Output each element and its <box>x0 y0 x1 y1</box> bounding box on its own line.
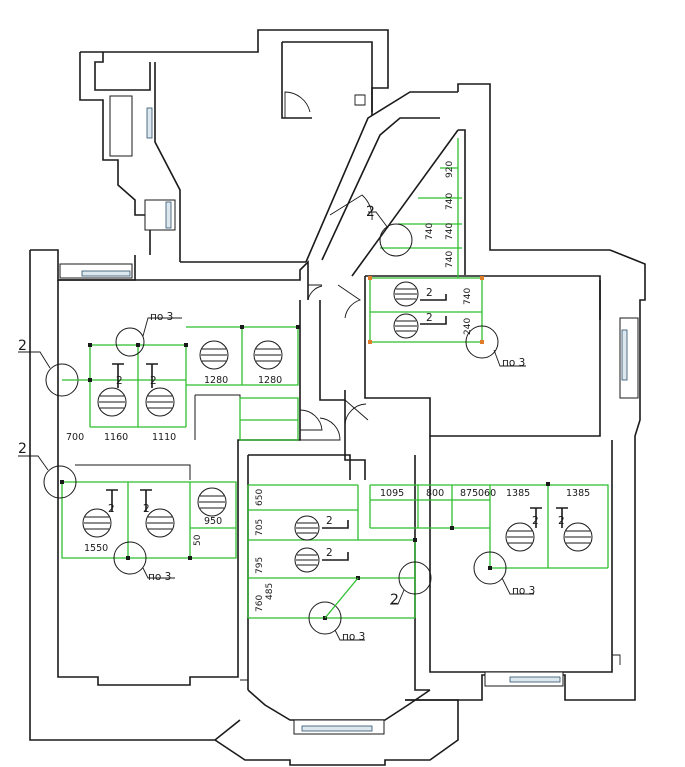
fixture-2-g: 2 <box>532 515 539 527</box>
ceiling-lamp-icon <box>393 281 419 307</box>
dim-920: 920 <box>445 161 455 178</box>
dim-1280-a: 1280 <box>204 375 228 386</box>
dim-700: 700 <box>66 432 84 443</box>
door-swing-icon <box>344 399 369 426</box>
dim-740-b: 740 <box>425 223 435 240</box>
annotation-labels: по 3 по 3 по 3 по 3 по 3 2 2 2 2 2 2 2 2… <box>18 204 565 643</box>
radiators <box>81 107 628 732</box>
fixture-2-e: 2 <box>326 515 333 527</box>
door-swing-icon <box>354 94 366 106</box>
radiator-icon <box>165 201 172 229</box>
label-po3-lower-left: по 3 <box>148 571 171 583</box>
dim-50: 50 <box>193 534 203 546</box>
ceiling-lamp-icon <box>393 313 419 339</box>
dim-875: 875 <box>460 488 478 499</box>
label-2-left-bottom: 2 <box>18 441 27 457</box>
label-po3-right-upper: по 3 <box>502 357 525 369</box>
dim-1160: 1160 <box>104 432 128 443</box>
doors <box>240 91 621 690</box>
dim-485: 485 <box>265 583 275 600</box>
ceiling-grid <box>61 138 609 619</box>
dim-650: 650 <box>255 489 265 506</box>
door-swing-icon <box>240 679 249 690</box>
ceiling-lamp-icon <box>294 515 320 541</box>
ceiling-lamp-icon <box>145 508 175 538</box>
door-swing-icon <box>337 284 362 319</box>
door-swing-icon <box>307 284 323 301</box>
dim-1280-b: 1280 <box>258 375 282 386</box>
fixture-2-f: 2 <box>326 547 333 559</box>
fixture-arrow-icon <box>420 294 447 301</box>
dim-740-a: 740 <box>445 193 455 210</box>
fixture-arrow-icon <box>530 507 542 528</box>
dim-1550: 1550 <box>84 543 108 554</box>
radiator-icon <box>621 329 628 381</box>
ceiling-lamp-icon <box>197 487 227 517</box>
dim-240: 240 <box>463 318 473 335</box>
fixture-arrow-icon <box>146 363 158 388</box>
dim-1110: 1110 <box>152 432 176 443</box>
fixture-arrow-icon <box>322 520 349 529</box>
dim-800: 800 <box>426 488 444 499</box>
ceiling-lamp-icon <box>505 522 535 552</box>
radiator-icon <box>301 725 373 732</box>
fixture-arrow-icon <box>420 316 447 325</box>
dimension-labels: 700 1160 1110 1280 1280 1550 950 50 650 … <box>66 161 590 612</box>
callouts <box>18 211 534 641</box>
window-icon <box>109 95 133 157</box>
label-po3-right-lower: по 3 <box>512 585 535 597</box>
ceiling-lamp-icon <box>253 340 283 370</box>
ceiling-lamp-icon <box>82 508 112 538</box>
fixture-arrow-icon <box>556 507 568 528</box>
dim-795: 795 <box>255 557 265 574</box>
radiator-icon <box>509 676 561 683</box>
fixture-arrow-icon <box>140 489 152 512</box>
fixture-arrow-icon <box>322 552 349 561</box>
ceiling-lamp-icon <box>97 387 127 417</box>
ceiling-lamp-icon <box>563 522 593 552</box>
door-swing-icon <box>329 194 373 221</box>
label-po3-upper-left: по 3 <box>150 311 173 323</box>
label-po3-center: по 3 <box>342 631 365 643</box>
fixture-2-a: 2 <box>116 375 123 387</box>
dim-1385-a: 1385 <box>506 488 530 499</box>
fixture-2-k: 2 <box>366 204 375 220</box>
dim-1385-b: 1385 <box>566 488 590 499</box>
dim-1095: 1095 <box>380 488 404 499</box>
door-swing-icon <box>300 417 341 441</box>
dim-760: 760 <box>255 595 265 612</box>
radiator-icon <box>146 107 153 139</box>
dim-060: 060 <box>478 488 496 499</box>
ceiling-lamp-icon <box>294 547 320 573</box>
door-swing-icon <box>284 91 311 118</box>
fixture-2-d: 2 <box>143 503 150 515</box>
dim-740-e: 740 <box>463 288 473 305</box>
ceiling-lamp-icon <box>199 340 229 370</box>
dim-705: 705 <box>255 519 265 536</box>
fixture-2-i: 2 <box>426 287 433 299</box>
fixture-2-b: 2 <box>150 375 157 387</box>
dim-950: 950 <box>204 516 222 527</box>
radiator-icon <box>81 270 131 277</box>
label-2-center: 2 <box>390 592 399 608</box>
label-2-left-top: 2 <box>18 338 27 354</box>
dim-740-d: 740 <box>445 251 455 268</box>
fixture-arrow-icon <box>106 489 118 512</box>
ceiling-lamp-icon <box>145 387 175 417</box>
fixture-2-j: 2 <box>426 312 433 324</box>
fixture-2-h: 2 <box>558 515 565 527</box>
fixture-arrow-icon <box>112 363 124 388</box>
ceiling-lamps <box>82 281 593 573</box>
door-swing-icon <box>612 654 621 665</box>
door-swing-icon <box>299 409 323 431</box>
fixture-2-c: 2 <box>108 503 115 515</box>
fixture-markers <box>106 294 568 561</box>
dim-740-c: 740 <box>445 223 455 240</box>
